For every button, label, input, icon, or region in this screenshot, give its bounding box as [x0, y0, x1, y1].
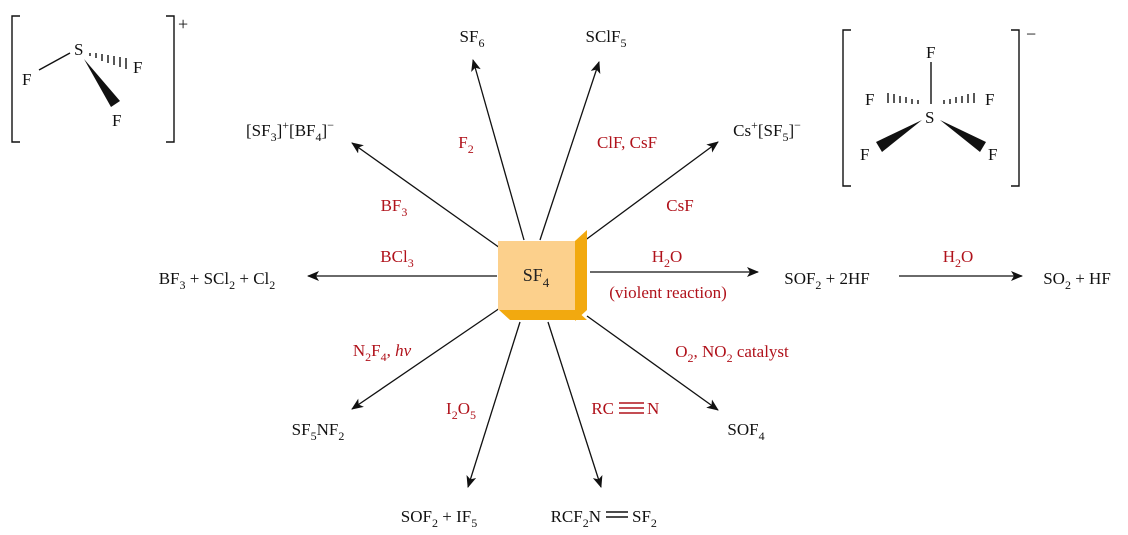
cation-atom-s: S	[74, 40, 83, 59]
product-so2-hf: SO2 + HF	[1043, 269, 1111, 292]
reagent-n: N	[647, 399, 659, 418]
sf4-center-cube: SF4	[498, 230, 587, 321]
product-sof2-if5: SOF2 + IF5	[401, 507, 477, 530]
anion-atom-f-top: F	[926, 43, 935, 62]
arrow-to-sof4	[586, 315, 719, 411]
product-sf2: SF2	[632, 507, 657, 530]
product-rcf2n: RCF2N	[551, 507, 601, 530]
sf5-anion-structure: F F F S F F −	[842, 24, 1036, 187]
anion-atom-f-right: F	[985, 90, 994, 109]
reagent-o2-no2-catalyst: O2, NO2 catalyst	[675, 342, 789, 365]
anion-hashed-bond-left	[887, 93, 919, 104]
center-compound-label: SF4	[523, 265, 550, 290]
anion-atom-f-left: F	[865, 90, 874, 109]
sf3-cation-structure: S F F F +	[11, 14, 188, 143]
reagent-bf3: BF3	[381, 196, 408, 219]
cation-bond-left	[38, 52, 71, 71]
anion-hashed-bond-right	[943, 93, 975, 104]
reagent-h2o-second: H2O	[943, 247, 974, 270]
anion-atom-f-lower-left: F	[860, 145, 869, 164]
arrow-to-sof2-if5	[466, 321, 521, 488]
product-sclf5: SClF5	[586, 27, 627, 50]
cube-bottom-face	[498, 309, 587, 320]
reagent-h2o: H2O	[652, 247, 683, 270]
arrow-to-cs-sf5	[579, 141, 719, 245]
cation-right-bracket	[166, 15, 175, 143]
anion-atom-f-lower-right: F	[988, 145, 997, 164]
product-sf5nf2: SF5NF2	[292, 420, 345, 443]
reagent-csf: CsF	[666, 196, 693, 215]
cation-wedge-bond	[84, 59, 120, 107]
reagent-f2: F2	[458, 133, 473, 156]
reagent-clf-csf: ClF, CsF	[597, 133, 657, 152]
reagent-i2o5: I2O5	[446, 399, 476, 422]
anion-wedge-bond-left	[876, 120, 922, 152]
anion-right-bracket	[1011, 29, 1020, 187]
anion-charge: −	[1026, 24, 1036, 44]
cation-atom-f-right: F	[133, 58, 142, 77]
reagent-violent-reaction-note: (violent reaction)	[609, 283, 727, 302]
reagent-bcl3: BCl3	[380, 247, 413, 270]
product-bf3-scl2-cl2: BF3 + SCl2 + Cl2	[159, 269, 276, 292]
cation-charge: +	[178, 14, 188, 34]
reaction-arrows	[307, 59, 1023, 488]
cation-hashed-bond	[89, 53, 127, 69]
anion-atom-s: S	[925, 108, 934, 127]
product-sof2-2hf: SOF2 + 2HF	[784, 269, 870, 292]
arrow-to-sclf5	[539, 61, 601, 241]
cation-atom-f-left: F	[22, 70, 31, 89]
arrow-to-sf6	[471, 59, 525, 241]
product-sf6: SF6	[460, 27, 485, 50]
product-sof4: SOF4	[727, 420, 764, 443]
reagents: F2 ClF, CsF CsF BF3 BCl3 H2O (violent re…	[353, 133, 973, 422]
product-sf3-bf4: [SF3]+[BF4]−	[246, 118, 334, 144]
arrow-to-sf5nf2	[351, 307, 501, 410]
product-cs-sf5: Cs+[SF5]−	[733, 118, 801, 144]
cation-left-bracket	[11, 15, 20, 143]
anion-left-bracket	[842, 29, 851, 187]
cube-front-face	[498, 241, 575, 310]
reagent-n2f4-hv: N2F4, hv	[353, 341, 412, 364]
cation-atom-f-bottom: F	[112, 111, 121, 130]
products: SF6 SClF5 Cs+[SF5]− [SF3]+[BF4]− BF3 + S…	[159, 27, 1111, 530]
anion-wedge-bond-right	[940, 120, 986, 152]
cube-side-face	[575, 230, 587, 321]
arrow-to-sf3-bf4	[351, 142, 501, 249]
reagent-rc: RC	[591, 399, 614, 418]
arrow-to-rcf2n-sf2	[547, 321, 603, 488]
